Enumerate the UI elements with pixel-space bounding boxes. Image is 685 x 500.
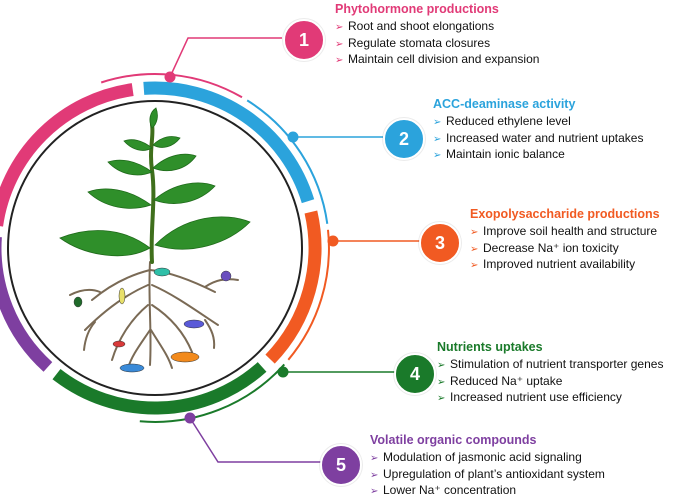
list-item: ➢ Maintain ionic balance xyxy=(433,147,643,164)
block-title: ACC-deaminase activity xyxy=(433,97,576,111)
connector-dot-2 xyxy=(287,131,299,143)
list-item: ➢ Modulation of jasmonic acid signaling xyxy=(370,450,605,467)
list-item-text: Reduced ethylene level xyxy=(446,114,571,128)
ring-segment-purple xyxy=(0,237,53,372)
step-5-badge: 5 xyxy=(320,444,362,486)
inner-circle xyxy=(7,100,303,396)
list-item-text: Stimulation of nutrient transporter gene… xyxy=(450,357,664,371)
list-item-text: Increased water and nutrient uptakes xyxy=(446,130,644,145)
outer-arc-green xyxy=(139,363,286,423)
bullet-arrow-icon: ➢ xyxy=(433,133,442,145)
bullet-arrow-icon: ➢ xyxy=(433,150,442,161)
list-item-text: Root and shoot elongations xyxy=(348,19,495,33)
step-4-badge: 4 xyxy=(394,353,436,395)
list-item: ➢ Maintain cell division and expansion xyxy=(335,52,539,69)
bullet-arrow-icon: ➢ xyxy=(470,227,479,238)
bullet-arrow-icon: ➢ xyxy=(370,486,379,497)
bullet-arrow-icon: ➢ xyxy=(470,260,479,271)
bullet-arrow-icon: ➢ xyxy=(370,469,379,481)
bullet-arrow-icon: ➢ xyxy=(437,360,446,371)
list-item-text: Maintain cell division and expansion xyxy=(348,52,540,66)
list-item: ➢ Improved nutrient availability xyxy=(470,257,660,274)
block-title: Phytohormone productions xyxy=(335,2,499,16)
connector-dot-5 xyxy=(184,412,196,424)
connector-dot-1 xyxy=(164,71,176,83)
block-title: Exopolysaccharide productions xyxy=(470,207,660,221)
connector-1 xyxy=(169,37,282,78)
block-list: ➢ Root and shoot elongations ➢ Regulate st… xyxy=(335,19,539,69)
plant-roots xyxy=(69,261,239,369)
bullet-arrow-icon: ➢ xyxy=(437,376,446,388)
bullet-arrow-icon: ➢ xyxy=(335,38,344,50)
list-item: ➢ Increased nutrient use efficiency xyxy=(437,390,663,407)
step-2-badge: 2 xyxy=(383,118,425,160)
list-item-text: Reduced Na⁺ uptake xyxy=(450,373,563,388)
list-item-text: Upregulation of plant’s antioxidant syst… xyxy=(383,466,605,481)
block-phytohormone: Phytohormone productions ➢ Root and shoot… xyxy=(335,2,539,69)
bullet-arrow-icon: ➢ xyxy=(370,453,379,464)
list-item: ➢ Improve soil health and structure xyxy=(470,224,660,241)
plant-stem xyxy=(149,123,156,264)
step-1-badge: 1 xyxy=(283,19,325,61)
block-list: ➢ Modulation of jasmonic acid signaling ➢… xyxy=(370,450,605,500)
list-item: ➢ Root and shoot elongations xyxy=(335,19,539,36)
connector-5 xyxy=(189,417,322,463)
list-item-text: Improve soil health and structure xyxy=(483,224,658,238)
connector-dot-4 xyxy=(277,366,289,378)
ring-segment-pink xyxy=(0,83,134,227)
plant-leaves xyxy=(59,107,251,257)
list-item: ➢ Upregulation of plant’s antioxidant sys… xyxy=(370,467,605,484)
list-item: ➢ Regulate stomata closures xyxy=(335,36,539,53)
bullet-arrow-icon: ➢ xyxy=(335,22,344,33)
block-list: ➢ Stimulation of nutrient transporter gen… xyxy=(437,357,663,407)
bullet-arrow-icon: ➢ xyxy=(335,55,344,66)
list-item: ➢ Reduced Na⁺ uptake xyxy=(437,374,663,391)
block-title: Volatile organic compounds xyxy=(370,433,537,447)
list-item: ➢ Lower Na⁺ concentration xyxy=(370,483,605,500)
connector-dot-3 xyxy=(327,235,339,247)
plant-illustration xyxy=(59,107,251,373)
block-nutrients-uptakes: Nutrients uptakes ➢ Stimulation of nutrie… xyxy=(437,340,663,407)
block-acc-deaminase: ACC-deaminase activity ➢ Reduced ethylene… xyxy=(433,97,643,164)
ring-segment-blue xyxy=(143,81,315,204)
list-item-text: Decrease Na⁺ ion toxicity xyxy=(483,240,619,255)
ring-segment-green xyxy=(52,362,267,415)
ring-segment-orange xyxy=(265,210,322,364)
block-title: Nutrients uptakes xyxy=(437,340,543,354)
list-item-text: Maintain ionic balance xyxy=(446,147,565,161)
list-item: ➢ Decrease Na⁺ ion toxicity xyxy=(470,241,660,258)
bullet-arrow-icon: ➢ xyxy=(470,243,479,255)
list-item-text: Regulate stomata closures xyxy=(348,35,491,50)
block-volatile-organic: Volatile organic compounds ➢ Modulation o… xyxy=(370,433,605,500)
list-item: ➢ Increased water and nutrient uptakes xyxy=(433,131,643,148)
list-item-text: Increased nutrient use efficiency xyxy=(450,390,622,404)
step-3-badge: 3 xyxy=(419,222,461,264)
list-item-text: Modulation of jasmonic acid signaling xyxy=(383,450,582,464)
outer-arc-orange xyxy=(287,229,330,361)
microbes xyxy=(73,267,232,373)
list-item: ➢ Reduced ethylene level xyxy=(433,114,643,131)
bullet-arrow-icon: ➢ xyxy=(437,393,446,404)
bullet-arrow-icon: ➢ xyxy=(433,117,442,128)
list-item-text: Improved nutrient availability xyxy=(483,257,636,271)
block-list: ➢ Reduced ethylene level ➢ Increased water… xyxy=(433,114,643,164)
block-exopolysaccharide: Exopolysaccharide productions ➢ Improve s… xyxy=(470,207,660,274)
list-item-text: Lower Na⁺ concentration xyxy=(383,483,517,497)
list-item: ➢ Stimulation of nutrient transporter gen… xyxy=(437,357,663,374)
block-list: ➢ Improve soil health and structure ➢ Decr… xyxy=(470,224,660,274)
outer-arc-blue xyxy=(246,99,329,224)
